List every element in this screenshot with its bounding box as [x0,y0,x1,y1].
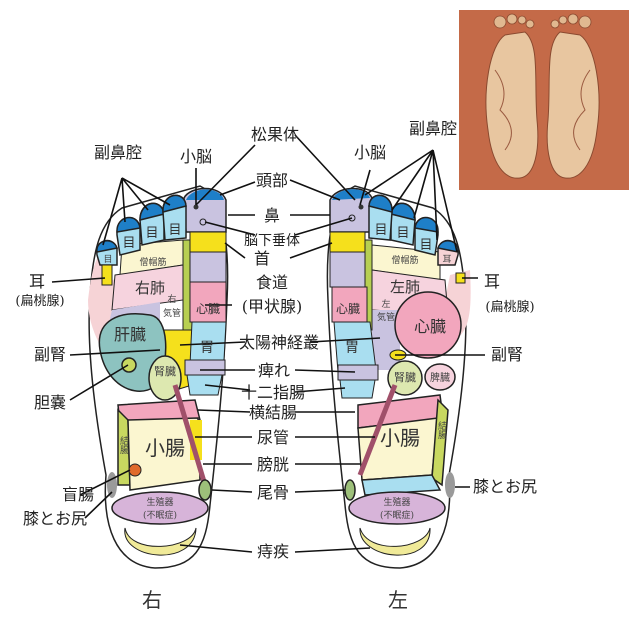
label-ureter: 尿管 [257,428,289,447]
zone-small-intestine: 小腸 [145,436,185,460]
label-ear-right: 耳 [29,272,45,291]
label-sinus-right: 副鼻腔 [94,143,142,162]
label-bladder: 膀胱 [257,455,289,474]
label-appendix: 盲腸 [62,485,94,504]
label-pituitary: 脳下垂体 [244,233,300,249]
label-sinus-left: 副鼻腔 [409,119,457,138]
zone-ear: 耳 [442,254,451,265]
zone-bronchus: 左 [381,298,390,310]
right-foot-zone-labels: 目 目 目 目 僧帽筋 右肺 右 気管 心臓 肝臓 胃 腎臓 結腸 小腸 生殖器… [103,223,220,521]
zone-trapezius: 僧帽筋 [139,256,166,268]
zone-eye: 目 [103,254,112,265]
zone-eye: 目 [419,238,432,253]
zone-stomach: 胃 [345,340,359,356]
zone-eye: 目 [374,223,387,238]
label-adrenal-left: 副腎 [491,345,523,364]
leader-lines [51,134,485,553]
label-adrenal-right: 副腎 [34,345,66,364]
zone-insomnia: (不眠症) [143,509,177,521]
zone-lung: 右肺 [135,279,165,297]
zone-eye: 目 [145,226,158,241]
zone-heart: 心臓 [414,317,446,336]
center-labels: 松果体 頭部 鼻 脳下垂体 首 食道 (甲状腺) 太陽神経叢 痺れ 十二指腸 横… [142,125,408,612]
label-tonsil-right: (扁桃腺) [15,294,64,309]
label-coccyx: 尾骨 [257,483,289,502]
label-neck: 首 [254,249,270,268]
zone-eye: 目 [396,226,409,241]
label-knee-hip-right: 膝とお尻 [23,509,87,528]
label-nose: 鼻 [264,206,280,225]
label-duodenum: 十二指腸 [241,383,305,402]
label-left-side: 左 [388,588,408,612]
zone-colon: 結腸 [118,435,129,455]
zone-bronchus: 気管 [163,307,181,319]
label-cerebellum-right: 小脳 [180,147,212,166]
label-thyroid: (甲状腺) [242,297,303,316]
zone-eye: 目 [122,236,135,251]
zone-genitals: 生殖器 [383,496,410,508]
label-cerebellum-left: 小脳 [354,143,386,162]
zone-trapezius: 僧帽筋 [391,254,418,266]
zone-liver: 肝臓 [114,325,146,344]
zone-lung: 左肺 [390,278,420,296]
zone-small-intestine: 小腸 [380,426,420,450]
label-ear-left: 耳 [484,272,500,291]
label-esophagus: 食道 [256,273,288,292]
zone-heart-small: 心臓 [336,302,360,316]
zone-spleen: 脾臓 [430,371,450,384]
zone-colon: 結腸 [436,420,447,440]
zone-bronchus: 気管 [377,311,395,323]
foot-photo-inset [459,10,629,190]
label-gallbladder: 胆嚢 [34,393,66,412]
zone-kidney: 腎臓 [394,371,416,384]
zone-heart: 心臓 [196,302,220,316]
left-foot-zone-labels: 目 目 目 耳 僧帽筋 左肺 左 気管 心臓 心臓 胃 腎臓 脾臓 結腸 小腸 … [336,223,452,521]
label-transverse-colon: 横結腸 [249,403,297,422]
label-numbness: 痺れ [258,361,290,380]
zone-eye: 目 [168,223,181,238]
left-foot [326,185,471,569]
label-hemorrhoids: 痔疾 [257,542,289,561]
label-pineal: 松果体 [251,125,299,144]
zone-kidney: 腎臓 [154,365,176,378]
label-head: 頭部 [256,171,288,190]
zone-insomnia: (不眠症) [380,509,414,521]
zone-bronchus: 右 [167,293,176,305]
zone-stomach: 胃 [200,340,214,356]
label-solar-plexus: 太陽神経叢 [239,333,319,352]
label-right-side: 右 [142,588,162,612]
label-tonsil-left: (扁桃腺) [485,300,534,315]
label-knee-hip-left: 膝とお尻 [473,477,537,496]
side-labels: 副鼻腔 小脳 耳 (扁桃腺) 副腎 胆嚢 盲腸 膝とお尻 副鼻腔 小脳 耳 (扁… [15,119,537,528]
zone-genitals: 生殖器 [146,496,173,508]
